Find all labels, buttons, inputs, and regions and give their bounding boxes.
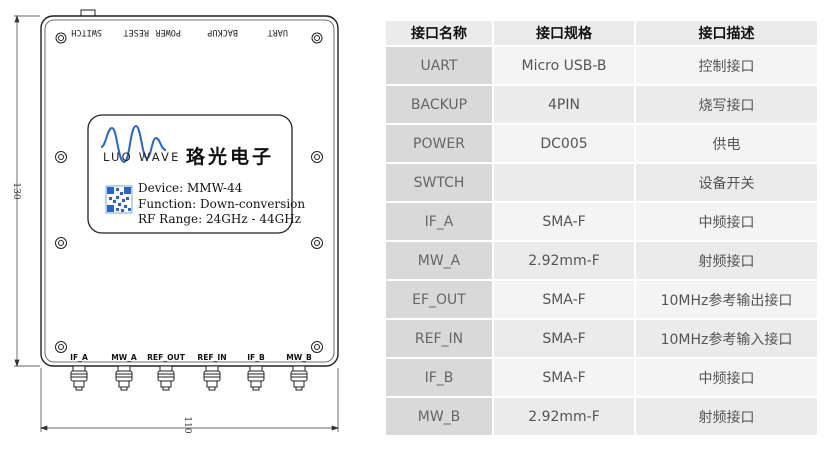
table-row: POWER DC005 供电 <box>386 123 819 162</box>
width-dimension: 110 <box>39 368 340 434</box>
cell-desc: 烧写接口 <box>636 84 819 123</box>
table-row: EF_OUT SMA-F 10MHz参考输出接口 <box>386 279 819 318</box>
connector-if-a-icon <box>70 365 88 391</box>
cell-name: IF_B <box>386 357 494 396</box>
header-interface-desc: 接口描述 <box>636 21 819 45</box>
label-function: Function: Down-conversion <box>138 197 305 211</box>
cell-spec: SMA-F <box>494 357 636 396</box>
cell-name: MW_A <box>386 240 494 279</box>
top-left-screw-icon <box>55 32 67 44</box>
top-label-switch: SWITCH <box>71 27 102 37</box>
cell-spec: SMA-F <box>494 318 636 357</box>
cell-spec: DC005 <box>494 123 636 162</box>
table-row: UART Micro USB-B 控制接口 <box>386 45 819 84</box>
port-label-if-a: IF_A <box>70 353 88 362</box>
brand-cn: 珞光电子 <box>186 145 274 168</box>
table-row: MW_A 2.92mm-F 射频接口 <box>386 240 819 279</box>
connector-if-b-icon <box>247 365 265 391</box>
cell-desc: 射频接口 <box>636 240 819 279</box>
port-label-ref-out: REF_OUT <box>147 353 186 362</box>
cell-spec: 4PIN <box>494 84 636 123</box>
connector-ref-in-icon <box>203 365 221 391</box>
table-header-row: 接口名称 接口规格 接口描述 <box>386 21 819 45</box>
port-label-if-b: IF_B <box>247 353 265 362</box>
port-label-ref-in: REF_IN <box>197 353 226 362</box>
wave-logo-icon <box>100 124 167 164</box>
cell-desc: 控制接口 <box>636 45 819 84</box>
cell-name: IF_A <box>386 201 494 240</box>
cell-spec: 2.92mm-F <box>494 240 636 279</box>
top-right-screw-icon <box>311 32 323 44</box>
brand-latin: LUO WAVE <box>103 150 181 164</box>
cell-name: MW_B <box>386 396 494 435</box>
cell-spec: Micro USB-B <box>494 45 636 84</box>
cell-spec <box>494 162 636 201</box>
cell-name: EF_OUT <box>386 279 494 318</box>
table-row: SWTCH 设备开关 <box>386 162 819 201</box>
connector-mw-a-icon <box>115 365 133 391</box>
table-row: IF_B SMA-F 中频接口 <box>386 357 819 396</box>
height-dimension: 130 <box>11 14 40 368</box>
table-row: BACKUP 4PIN 烧写接口 <box>386 84 819 123</box>
cell-desc: 10MHz参考输出接口 <box>636 279 819 318</box>
cell-desc: 射频接口 <box>636 396 819 435</box>
cell-spec: SMA-F <box>494 279 636 318</box>
port-labels: IF_A MW_A REF_OUT REF_IN IF_B MW_B <box>70 353 312 362</box>
cell-spec: 2.92mm-F <box>494 396 636 435</box>
cell-desc: 中频接口 <box>636 201 819 240</box>
cell-name: BACKUP <box>386 84 494 123</box>
table-row: IF_A SMA-F 中频接口 <box>386 201 819 240</box>
cell-desc: 10MHz参考输入接口 <box>636 318 819 357</box>
cell-spec: SMA-F <box>494 201 636 240</box>
connector-ref-out-icon <box>157 365 175 391</box>
height-dimension-value: 130 <box>11 182 21 199</box>
port-label-mw-a: MW_A <box>111 353 137 362</box>
cell-desc: 供电 <box>636 123 819 162</box>
cell-name: SWTCH <box>386 162 494 201</box>
width-dimension-value: 110 <box>182 416 192 433</box>
cell-desc: 中频接口 <box>636 357 819 396</box>
top-labels: SWITCH RESET POWER BACKUP UART <box>71 27 288 37</box>
top-label-power: POWER <box>155 27 181 37</box>
top-label-reset: RESET <box>123 27 149 37</box>
cell-desc: 设备开关 <box>636 162 819 201</box>
label-rf-range: RF Range: 24GHz - 44GHz <box>138 212 301 226</box>
mounting-screws <box>55 151 323 353</box>
cell-name: UART <box>386 45 494 84</box>
qr-code-icon <box>105 185 133 214</box>
top-label-backup: BACKUP <box>207 27 238 37</box>
table-row: MW_B 2.92mm-F 射频接口 <box>386 396 819 435</box>
cell-name: POWER <box>386 123 494 162</box>
table-row: REF_IN SMA-F 10MHz参考输入接口 <box>386 318 819 357</box>
header-interface-name: 接口名称 <box>386 21 494 45</box>
product-label: LUO WAVE 珞光电子 Device: MMW-44 Function: D… <box>87 114 305 234</box>
device-drawing: SWITCH RESET POWER BACKUP UART LUO WAVE … <box>11 9 340 434</box>
label-device: Device: MMW-44 <box>138 181 243 195</box>
cell-name: REF_IN <box>386 318 494 357</box>
top-connectors <box>55 32 323 44</box>
port-label-mw-b: MW_B <box>286 353 312 362</box>
interface-spec-table: 接口名称 接口规格 接口描述 UART Micro USB-B 控制接口 BAC… <box>386 21 819 435</box>
header-interface-spec: 接口规格 <box>494 21 636 45</box>
top-label-uart: UART <box>268 27 288 37</box>
connector-mw-b-icon <box>290 365 308 391</box>
bottom-connectors <box>70 365 308 391</box>
